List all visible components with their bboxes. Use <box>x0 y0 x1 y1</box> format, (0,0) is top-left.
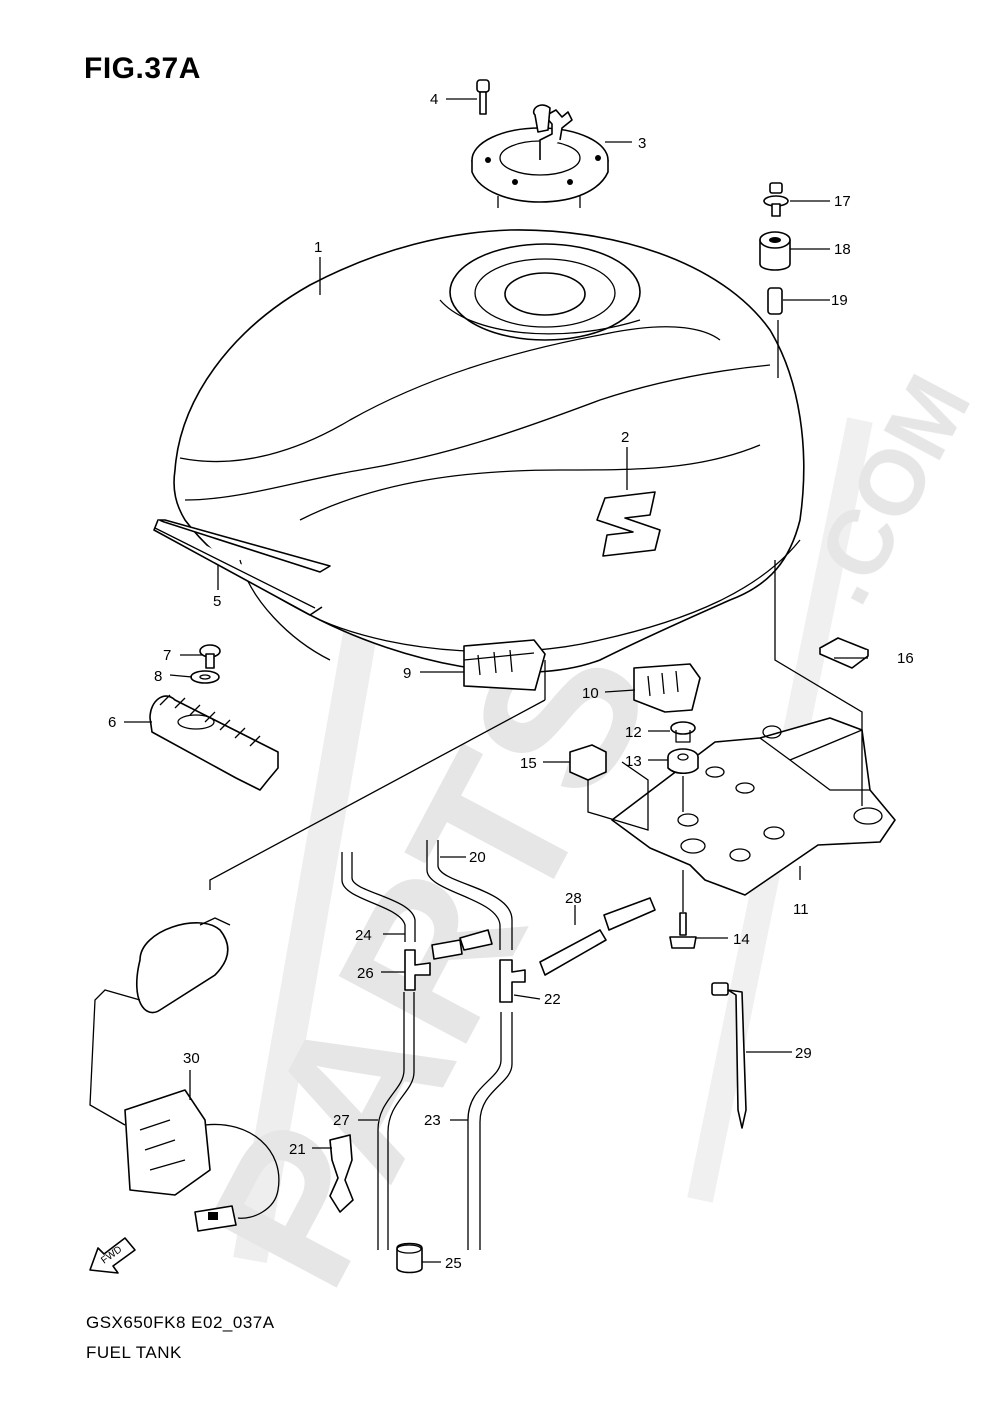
part-2-emblem <box>596 491 661 557</box>
part-8-washer <box>190 670 220 684</box>
callout-20: 20 <box>469 849 486 866</box>
part-12-collar <box>670 721 696 743</box>
callout-7: 7 <box>163 647 171 664</box>
callout-16: 16 <box>897 650 914 667</box>
callout-17: 17 <box>834 193 851 210</box>
callout-12: 12 <box>625 724 642 741</box>
callout-2: 2 <box>621 429 629 446</box>
part-9-cushion <box>463 639 546 691</box>
callout-23: 23 <box>424 1112 441 1129</box>
part-13-grommet <box>667 748 699 775</box>
part-10-cushion <box>633 663 701 713</box>
callout-22: 22 <box>544 991 561 1008</box>
callout-11: 11 <box>793 901 809 918</box>
part-1-fuel-tank <box>173 229 805 673</box>
watermark-brand: PARTS <box>162 596 696 1321</box>
callout-25: 25 <box>445 1255 462 1272</box>
hoses <box>341 840 656 1274</box>
part-3-fuel-cap <box>471 104 609 208</box>
part-17-bolt <box>763 182 789 217</box>
part-21-clip <box>329 1134 354 1213</box>
callout-14: 14 <box>733 931 750 948</box>
part-7-bolt <box>199 644 221 669</box>
callout-6: 6 <box>108 714 116 731</box>
part-15-cushion <box>569 744 607 781</box>
part-29-band <box>711 982 747 1129</box>
part-18-rubber <box>759 231 791 271</box>
callout-9: 9 <box>403 665 411 682</box>
callout-10: 10 <box>582 685 599 702</box>
part-14-bolt <box>669 912 697 949</box>
callout-28: 28 <box>565 890 582 907</box>
callout-3: 3 <box>638 135 646 152</box>
part-11-bracket-plate <box>611 717 896 896</box>
figure-name: FUEL TANK <box>86 1343 182 1362</box>
part-19-spacer <box>767 287 783 315</box>
callouts: 4 3 1 2 5 7 8 6 9 10 12 13 15 16 17 18 1… <box>108 91 914 1272</box>
callout-26: 26 <box>357 965 374 982</box>
callout-5: 5 <box>213 593 221 610</box>
model-code: GSX650FK8 E02_037A <box>86 1313 275 1332</box>
callout-29: 29 <box>795 1045 812 1062</box>
watermark-suffix: .COM <box>788 359 991 619</box>
callout-4: 4 <box>430 91 438 108</box>
callout-19: 19 <box>831 292 848 309</box>
callout-30: 30 <box>183 1050 200 1067</box>
callout-8: 8 <box>154 668 162 685</box>
part-5-cushion <box>153 519 331 616</box>
part-30-fuel-sender <box>89 917 280 1232</box>
callout-18: 18 <box>834 241 851 258</box>
callout-15: 15 <box>520 755 537 772</box>
leader-lines <box>124 98 868 1263</box>
callout-27: 27 <box>333 1112 350 1129</box>
callout-24: 24 <box>355 927 372 944</box>
part-4-screw <box>476 79 490 115</box>
callout-21: 21 <box>289 1141 306 1158</box>
figure-title: FIG.37A <box>84 52 201 85</box>
fwd-arrow: FWD <box>89 1237 136 1274</box>
part-6-bracket <box>149 694 279 791</box>
callout-1: 1 <box>314 239 322 256</box>
callout-13: 13 <box>625 753 642 770</box>
